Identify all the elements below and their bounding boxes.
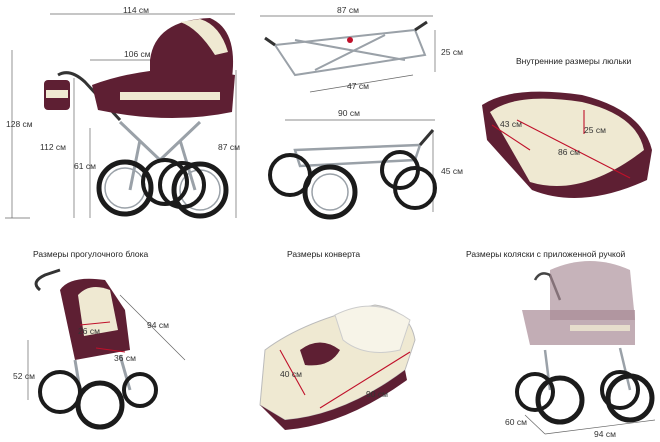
- stroller-side-view: 114 см 106 см 128 см 112 см 87 см 61 см: [0, 0, 250, 240]
- dim-bassinet-length: 86 см: [558, 147, 580, 157]
- dim-body-height: 87 см: [218, 142, 240, 152]
- folded-handle-title: Размеры коляски с приложенной ручкой: [466, 249, 626, 259]
- folded-chassis-view: 87 см 25 см 47 см: [255, 0, 470, 100]
- dim-seat-width: 26 см: [78, 326, 100, 336]
- dim-folded-length: 87 см: [337, 5, 359, 15]
- seat-unit-illustration: [27, 268, 186, 430]
- dim-total-height: 128 см: [6, 119, 33, 129]
- dim-folded-height: 25 см: [441, 47, 463, 57]
- folded-handle-view: Размеры коляски с приложенной ручкой 60 …: [450, 240, 660, 442]
- envelope-title: Размеры конверта: [287, 249, 361, 259]
- chassis-illustration: [268, 119, 437, 220]
- dim-folded-depth: 47 см: [347, 81, 369, 91]
- dim-handle-height: 112 см: [40, 142, 67, 152]
- dim-seat-height: 52 см: [13, 371, 35, 381]
- dim-seat-depth: 36 см: [114, 353, 136, 363]
- envelope-illustration: [259, 304, 416, 430]
- dim-folded-handle-width: 94 см: [594, 429, 616, 439]
- seat-unit-view: Размеры прогулочного блока 26 см 36 см 9…: [0, 240, 215, 442]
- dim-chassis-height: 45 см: [441, 166, 463, 176]
- folded-chassis-illustration: [260, 15, 436, 93]
- dim-width-top: 114 см: [123, 5, 150, 15]
- dim-envelope-length: 90 см: [366, 389, 388, 399]
- dim-handle-to-body: 106 см: [124, 49, 151, 59]
- seat-unit-title: Размеры прогулочного блока: [33, 249, 149, 259]
- dim-back-length: 94 см: [147, 320, 169, 330]
- dim-bassinet-width: 43 см: [500, 119, 522, 129]
- bassinet-title: Внутренние размеры люльки: [516, 56, 632, 66]
- dim-folded-handle-depth: 60 см: [505, 417, 527, 427]
- dim-chassis-length: 90 см: [338, 108, 360, 118]
- bassinet-view: Внутренние размеры люльки 43 см 25 см 86…: [472, 50, 660, 220]
- stroller-side-illustration: [5, 13, 237, 219]
- folded-handle-illustration: [515, 261, 656, 435]
- bassinet-illustration: [482, 91, 652, 198]
- dim-envelope-width: 40 см: [280, 369, 302, 379]
- dim-wheel-height: 61 см: [74, 161, 96, 171]
- chassis-view: 90 см 45 см: [255, 100, 470, 235]
- dim-bassinet-depth: 25 см: [584, 125, 606, 135]
- envelope-view: Размеры конверта 40 см 90 см: [225, 240, 435, 442]
